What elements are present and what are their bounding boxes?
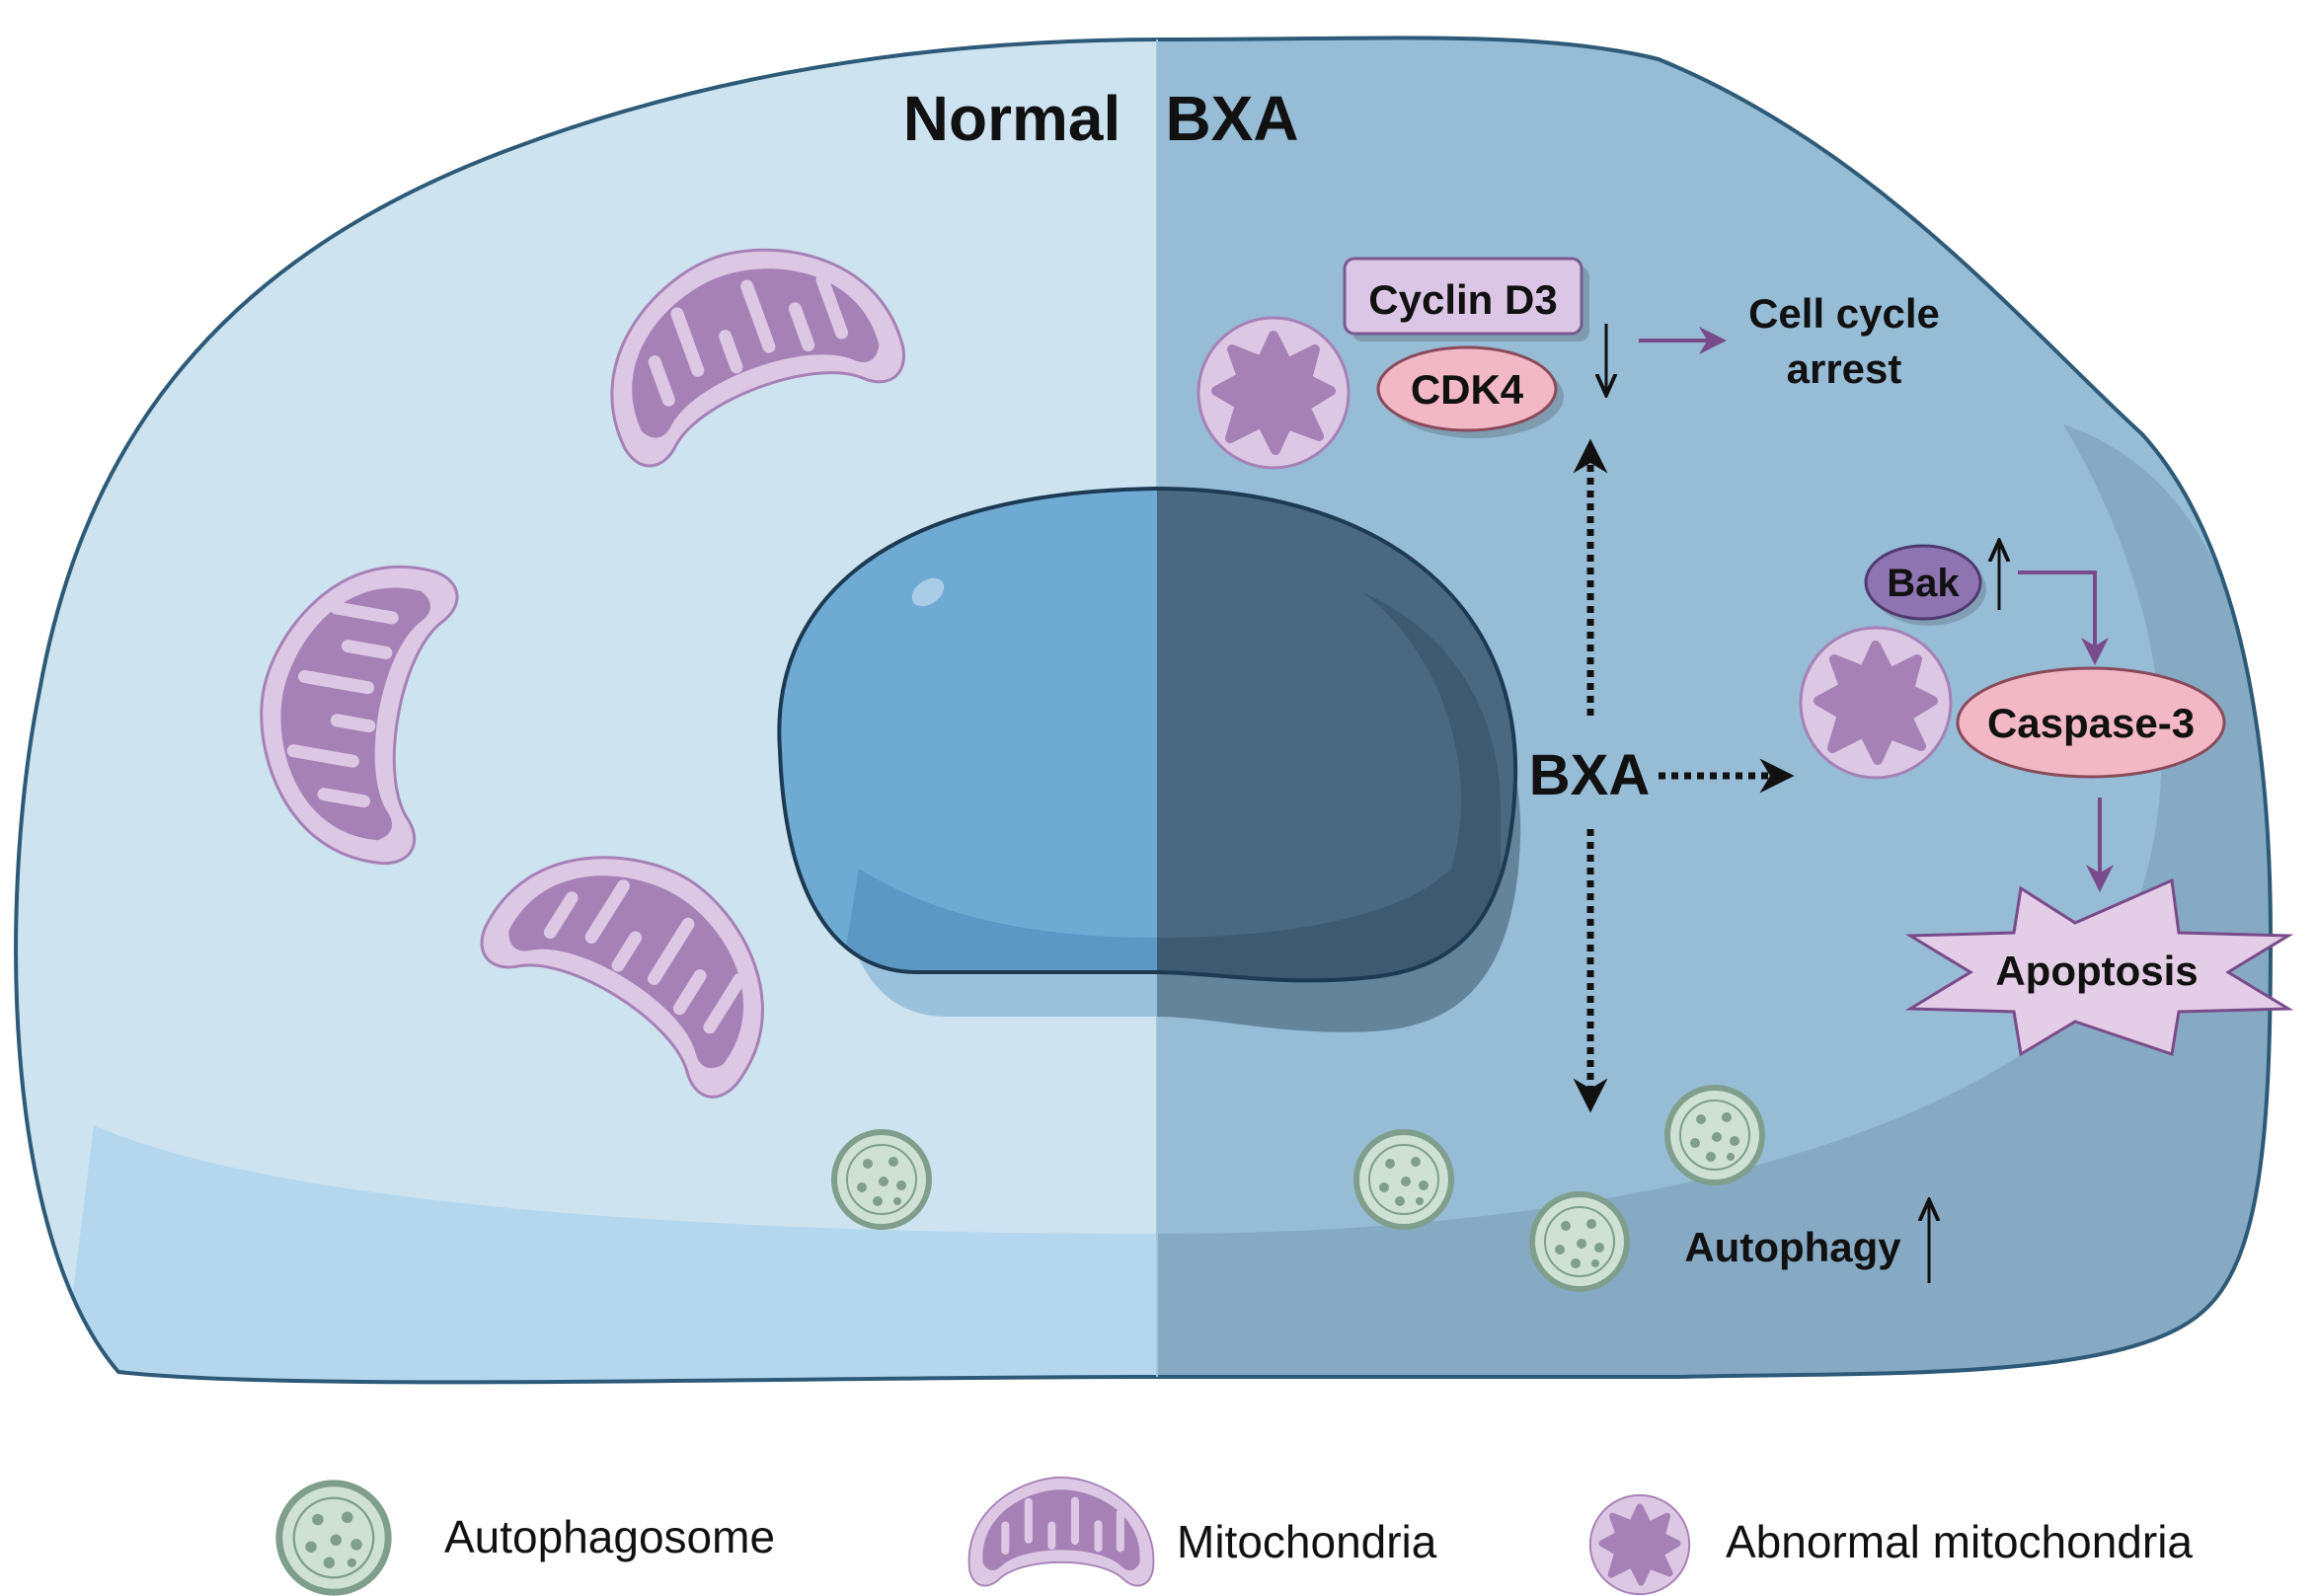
mitochondrion-abnormal-2 (1801, 628, 1951, 778)
autophagosome-2 (1356, 1132, 1451, 1227)
autophagy-label: Autophagy (1684, 1224, 1901, 1270)
legend-autophagosome-label: Autophagosome (444, 1511, 775, 1562)
legend-mitochondria-icon (967, 1476, 1155, 1587)
autophagosome-1 (834, 1132, 929, 1227)
bak-to-caspase-arrow (2018, 570, 2109, 665)
legend: Autophagosome Mitochondria Abnormal mito… (279, 1476, 2193, 1594)
normal-label: Normal (903, 83, 1121, 154)
apoptosis-label: Apoptosis (1995, 948, 2198, 994)
autophagosome-3 (1532, 1194, 1627, 1289)
bxa-top-label: BXA (1165, 83, 1298, 154)
cell-cycle-label-line1: Cell cycle (1748, 290, 1940, 337)
legend-abnormal-mitochondria-label: Abnormal mitochondria (1726, 1516, 2193, 1567)
cdk4-label: CDK4 (1411, 366, 1524, 413)
legend-abnormal-mitochondria-icon (1590, 1495, 1689, 1594)
cyclin-d3-label: Cyclin D3 (1368, 276, 1557, 323)
cell-membrane (14, 36, 2274, 1385)
autophagosome-4 (1667, 1088, 1762, 1182)
legend-mitochondria-label: Mitochondria (1177, 1516, 1437, 1567)
apoptosis-burst (1904, 877, 2294, 1057)
bxa-center-label: BXA (1529, 743, 1650, 807)
cytoplasm-shadow-right (1157, 424, 2272, 1383)
cytoplasm-shadow (59, 1125, 1157, 1383)
mitochondrion-abnormal-1 (1198, 318, 1349, 468)
nucleus-outline (777, 486, 1518, 983)
cell-cycle-label-line2: arrest (1787, 345, 1902, 392)
bak-label: Bak (1887, 562, 1960, 605)
legend-autophagosome-icon (279, 1483, 388, 1592)
bak-ellipse (1864, 544, 1982, 621)
caspase-3-ellipse (1956, 666, 2226, 779)
cyclin-d3-box (1343, 257, 1583, 336)
caspase-3-label: Caspase-3 (1987, 700, 2195, 746)
nucleus-highlight (911, 577, 945, 607)
cdk4-ellipse (1376, 345, 1558, 432)
